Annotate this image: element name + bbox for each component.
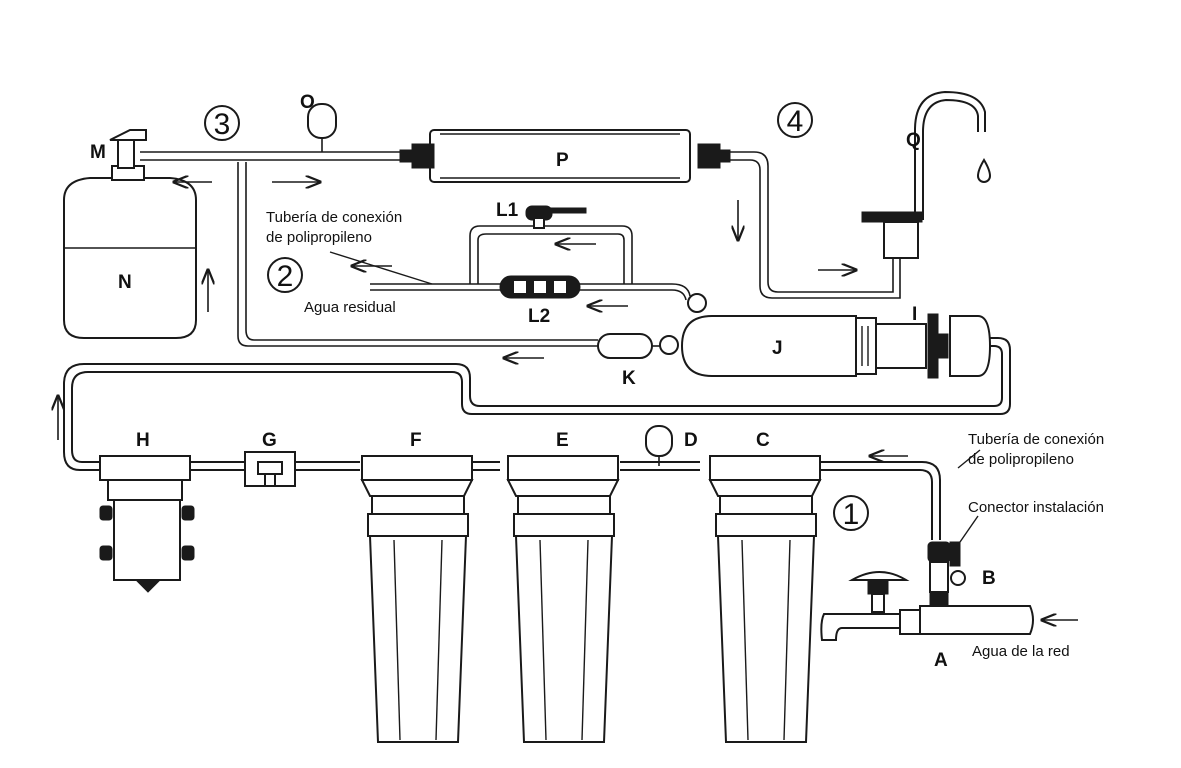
pipe-g-h xyxy=(190,461,245,471)
check-valve-o xyxy=(307,103,337,152)
label-a: A xyxy=(934,650,948,671)
caption-connector: Conector instalación xyxy=(968,499,1104,516)
label-d: D xyxy=(684,430,698,451)
flow-restrictor-l2 xyxy=(499,275,581,299)
faucet-q xyxy=(861,90,992,259)
label-f: F xyxy=(410,430,422,451)
waste-joint xyxy=(687,293,707,313)
caption-pp-top-line1: Tubería de conexión xyxy=(266,209,402,226)
label-k: K xyxy=(622,368,636,389)
caption-pp-right-line2: de polipropileno xyxy=(968,451,1074,468)
leader-pp-right xyxy=(957,449,981,469)
connector-b xyxy=(927,541,966,607)
prefilter-e xyxy=(506,455,620,743)
caption-pp-right-line1: Tubería de conexión xyxy=(968,431,1104,448)
mains-tap-a xyxy=(820,571,1034,641)
pipe-k-tank xyxy=(237,162,598,347)
prefilter-c xyxy=(708,455,822,743)
storage-tank xyxy=(63,129,197,339)
pipe-h-i xyxy=(71,337,1011,463)
pipe-c-e xyxy=(620,461,700,471)
bypass-loop xyxy=(469,225,633,284)
stage-1-circle xyxy=(833,495,869,531)
stage-2-circle xyxy=(267,257,303,293)
inlet-pipe xyxy=(820,461,941,540)
label-o: O xyxy=(300,92,315,113)
stage-4-number: 4 xyxy=(787,105,804,138)
label-l1: L1 xyxy=(496,200,519,221)
stage-3-number: 3 xyxy=(214,108,231,141)
label-e: E xyxy=(556,430,569,451)
post-filter-p xyxy=(399,129,731,183)
caption-pp-top-line2: de polipropileno xyxy=(266,229,372,246)
stage-4-circle xyxy=(777,102,813,138)
label-q: Q xyxy=(906,130,921,151)
prefilter-f xyxy=(360,455,474,743)
pipes xyxy=(63,151,1011,540)
label-p: P xyxy=(556,150,569,171)
valve-d xyxy=(645,425,673,466)
leader-connector xyxy=(959,515,979,543)
label-b: B xyxy=(982,568,996,589)
label-i: I xyxy=(912,304,917,325)
pipe-e-f xyxy=(470,461,500,471)
caption-mains: Agua de la red xyxy=(972,643,1070,660)
pipe-f-g xyxy=(295,461,360,471)
stage-1-number: 1 xyxy=(843,498,860,531)
label-g: G xyxy=(262,430,277,451)
flush-valve-l1 xyxy=(525,205,587,229)
label-m: M xyxy=(90,142,106,163)
stage-2-number: 2 xyxy=(277,260,294,293)
waste-pipe xyxy=(370,283,691,297)
label-h: H xyxy=(136,430,150,451)
label-c: C xyxy=(756,430,770,451)
caption-waste: Agua residual xyxy=(304,299,396,316)
pipe-p-q xyxy=(728,151,894,293)
stage-3-circle xyxy=(204,105,240,141)
pump-h xyxy=(99,455,195,593)
label-j: J xyxy=(772,338,783,359)
leader-pp-top xyxy=(329,251,433,285)
label-l2: L2 xyxy=(528,306,550,327)
membrane-j xyxy=(680,313,992,379)
valve-g xyxy=(244,451,296,487)
check-valve-k xyxy=(597,333,660,359)
label-n: N xyxy=(118,272,132,293)
permeate-joint xyxy=(659,335,679,355)
pipe-tank-p xyxy=(140,151,400,161)
flow-arrows xyxy=(58,182,1078,620)
